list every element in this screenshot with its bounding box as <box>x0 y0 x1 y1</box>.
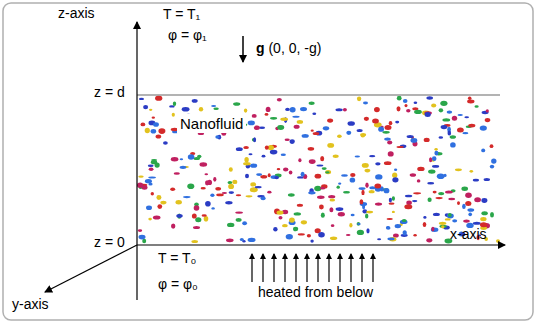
top-boundary <box>137 94 500 96</box>
gravity-arrow <box>242 36 244 62</box>
heat-arrows <box>252 254 373 282</box>
boundary-condition: φ = φ₀ <box>158 276 198 292</box>
nanofluid-layer: Nanofluid <box>137 96 500 244</box>
layer-label: Nanofluid <box>177 114 246 133</box>
boundary-condition: T = T₁ <box>163 6 200 22</box>
gravity-label: g (0, 0, -g) <box>256 40 321 56</box>
x-axis-line <box>137 244 505 245</box>
boundary-position: z = 0 <box>94 234 125 250</box>
boundary-condition: φ = φ₁ <box>168 27 207 43</box>
heating-note: heated from below <box>258 284 373 300</box>
y-axis-line <box>45 245 137 292</box>
z-axis-line <box>136 22 137 300</box>
axis-label: y-axis <box>12 296 49 312</box>
axis-label: z-axis <box>58 5 95 21</box>
boundary-position: z = d <box>94 84 125 100</box>
frame-border <box>3 3 533 320</box>
nanoparticle-texture <box>137 96 500 244</box>
axis-label: x-axis <box>450 226 487 242</box>
boundary-condition: T = T₀ <box>158 250 196 266</box>
